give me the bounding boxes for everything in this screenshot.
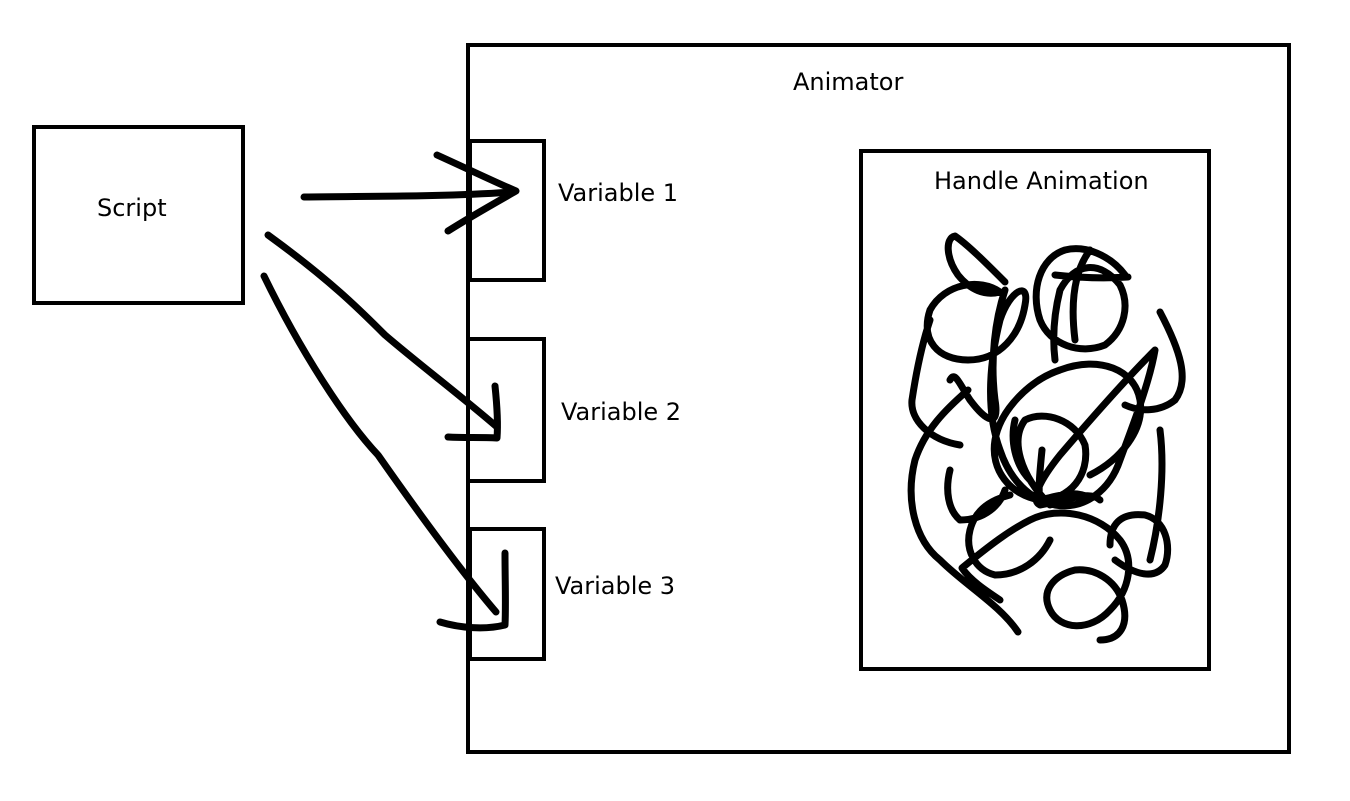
variable-3-box: [468, 527, 546, 661]
script-box: [32, 125, 245, 305]
arrow-to-variable-2: [264, 231, 501, 442]
animator-title: Animator: [793, 68, 904, 96]
variable-1-label: Variable 1: [558, 179, 679, 207]
variable-2-label: Variable 2: [561, 398, 682, 426]
variable-2-box: [466, 337, 546, 483]
script-label: Script: [97, 194, 167, 222]
handle-animation-box: [859, 149, 1211, 671]
variable-3-label: Variable 3: [555, 572, 676, 600]
handle-animation-label: Handle Animation: [934, 167, 1149, 195]
variable-1-box: [468, 139, 546, 282]
